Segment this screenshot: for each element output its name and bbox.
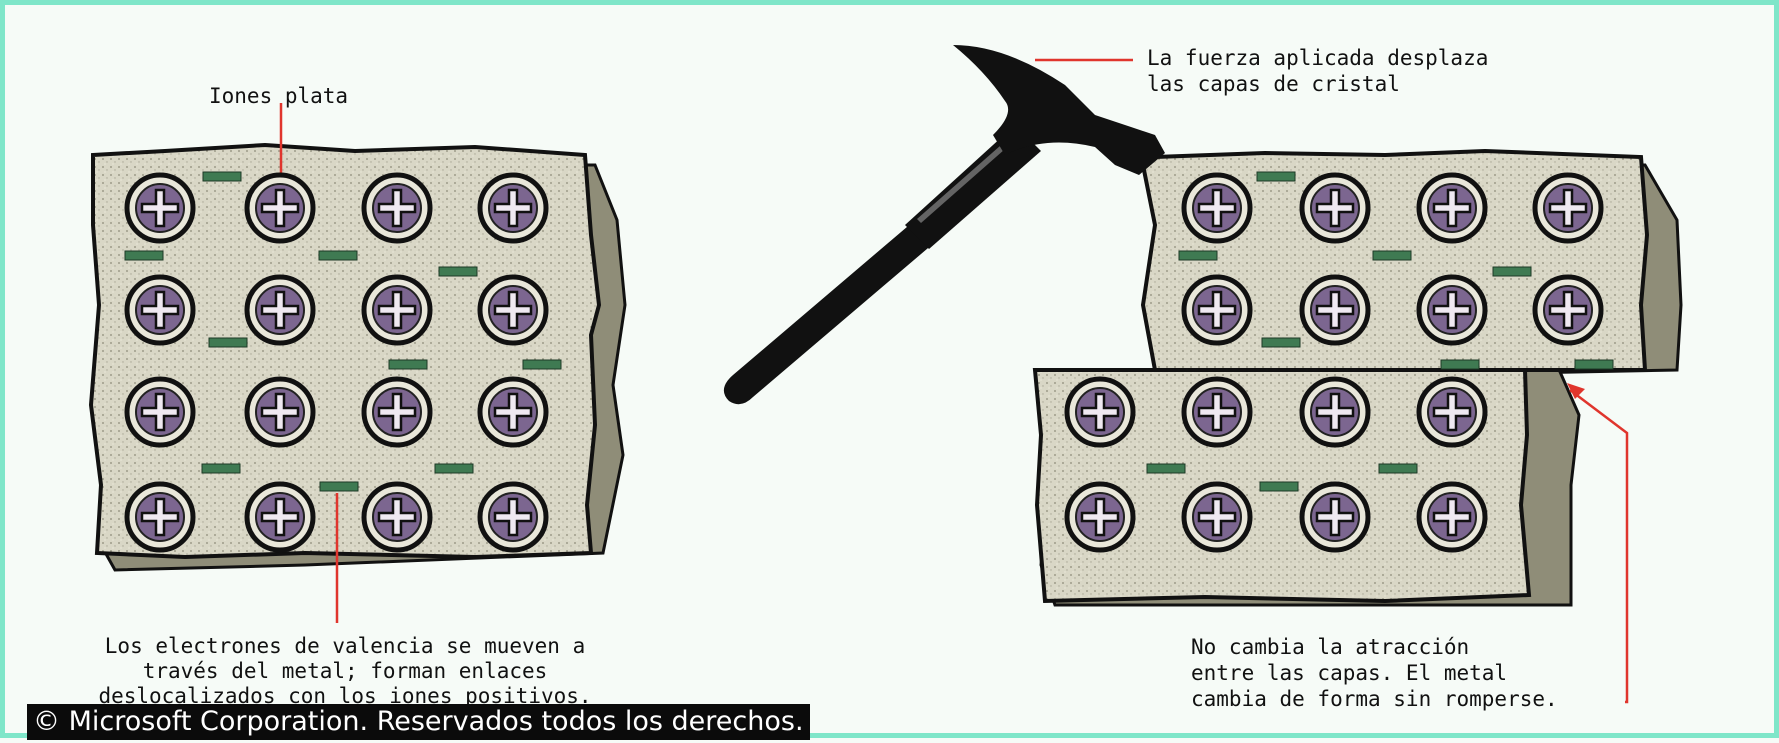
positive-ion-icon xyxy=(127,175,193,241)
electron-icon xyxy=(1441,360,1479,369)
force-label-line2: las capas de cristal xyxy=(1147,71,1400,97)
positive-ion-icon xyxy=(1535,277,1601,343)
positive-ion-icon xyxy=(1302,484,1368,550)
positive-ion-icon xyxy=(127,484,193,550)
positive-ion-icon xyxy=(1184,484,1250,550)
attraction-label-line1: No cambia la atracción xyxy=(1191,634,1469,660)
positive-ion-icon xyxy=(480,484,546,550)
positive-ion-icon xyxy=(1419,484,1485,550)
attraction-label-line3: cambia de forma sin romperse. xyxy=(1191,686,1558,712)
electron-icon xyxy=(209,338,247,347)
attraction-label-line2: entre las capas. El metal xyxy=(1191,660,1507,686)
electron-icon xyxy=(1379,464,1417,473)
electron-icon xyxy=(203,172,241,181)
positive-ion-icon xyxy=(247,277,313,343)
hammer-icon xyxy=(724,45,1165,404)
ions-label: Iones plata xyxy=(209,83,348,109)
electron-icon xyxy=(320,482,358,491)
positive-ion-icon xyxy=(480,277,546,343)
positive-ion-icon xyxy=(364,175,430,241)
positive-ion-icon xyxy=(247,379,313,445)
positive-ion-icon xyxy=(1067,484,1133,550)
positive-ion-icon xyxy=(247,175,313,241)
positive-ion-icon xyxy=(1184,277,1250,343)
pointer-attraction xyxy=(1570,390,1627,702)
positive-ion-icon xyxy=(1302,175,1368,241)
force-label-line1: La fuerza aplicada desplaza xyxy=(1147,45,1488,71)
electron-icon xyxy=(202,464,240,473)
electron-icon xyxy=(1493,267,1531,276)
positive-ion-icon xyxy=(1419,175,1485,241)
positive-ion-icon xyxy=(480,175,546,241)
positive-ion-icon xyxy=(1535,175,1601,241)
positive-ion-icon xyxy=(1067,379,1133,445)
positive-ion-icon xyxy=(127,379,193,445)
positive-ion-icon xyxy=(247,484,313,550)
electrons-label-line2: través del metal; forman enlaces xyxy=(65,658,625,684)
positive-ion-icon xyxy=(364,277,430,343)
positive-ion-icon xyxy=(480,379,546,445)
positive-ion-icon xyxy=(1302,277,1368,343)
electron-icon xyxy=(1147,464,1185,473)
electron-icon xyxy=(1262,338,1300,347)
positive-ion-icon xyxy=(1419,379,1485,445)
electron-icon xyxy=(439,267,477,276)
electron-icon xyxy=(523,360,561,369)
electron-icon xyxy=(1260,482,1298,491)
positive-ion-icon xyxy=(1184,175,1250,241)
positive-ion-icon xyxy=(1302,379,1368,445)
electron-icon xyxy=(1179,251,1217,260)
positive-ion-icon xyxy=(127,277,193,343)
positive-ion-icon xyxy=(1184,379,1250,445)
electron-icon xyxy=(435,464,473,473)
copyright-notice: © Microsoft Corporation. Reservados todo… xyxy=(27,704,810,740)
electron-icon xyxy=(1257,172,1295,181)
electron-icon xyxy=(1575,360,1613,369)
electron-icon xyxy=(125,251,163,260)
electron-icon xyxy=(1373,251,1411,260)
electron-icon xyxy=(389,360,427,369)
positive-ion-icon xyxy=(364,484,430,550)
electron-icon xyxy=(319,251,357,260)
electrons-label-line1: Los electrones de valencia se mueven a xyxy=(65,633,625,659)
positive-ion-icon xyxy=(364,379,430,445)
positive-ion-icon xyxy=(1419,277,1485,343)
